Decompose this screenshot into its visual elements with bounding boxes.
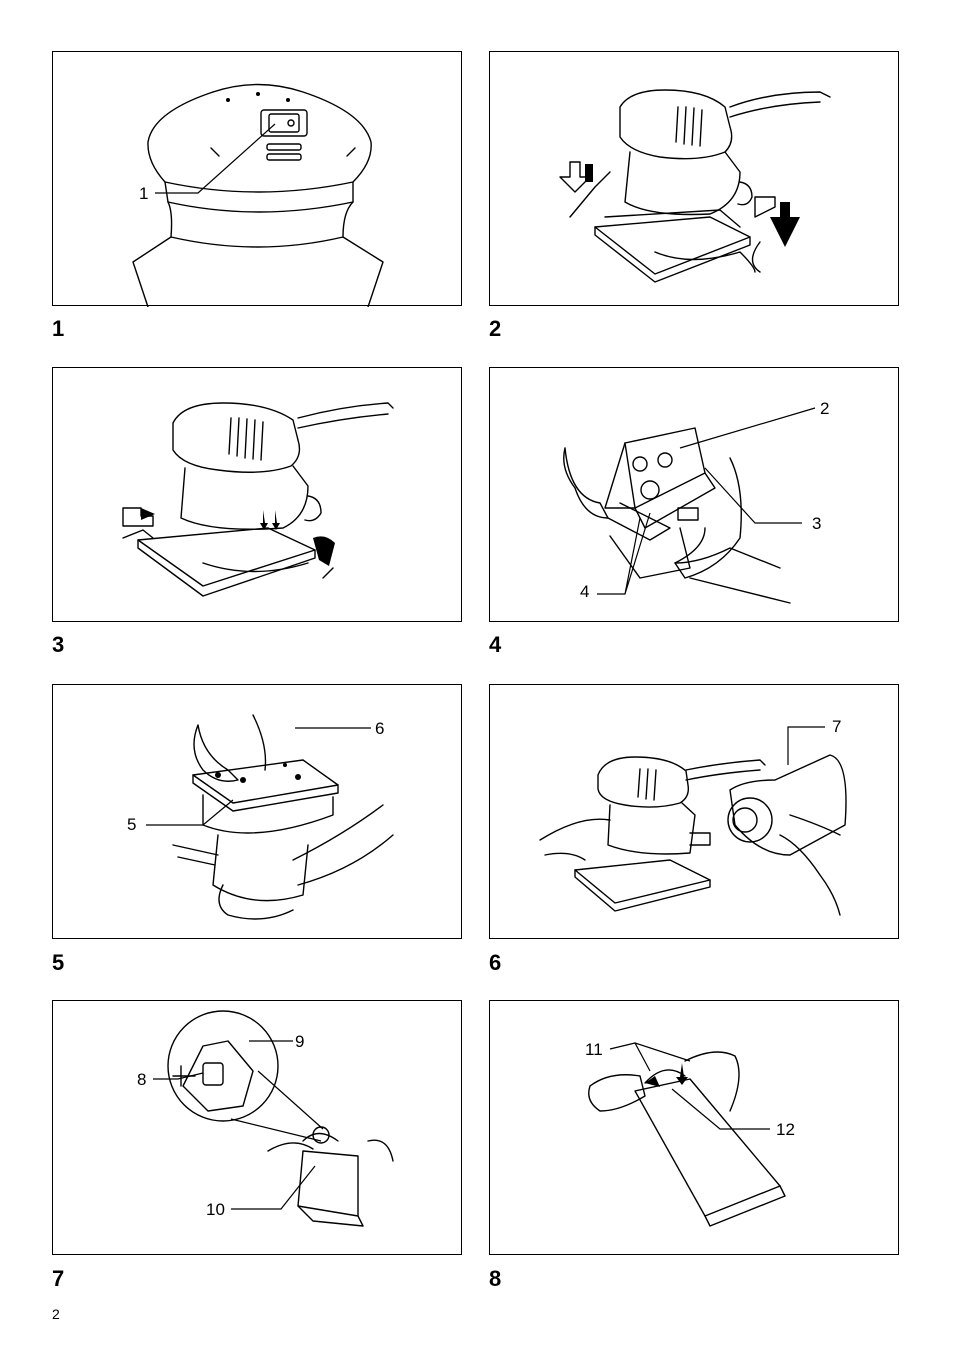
- callout-6: 6: [375, 720, 384, 737]
- sander-top-switch-illustration: [53, 52, 463, 307]
- figure-2-panel: [489, 51, 899, 306]
- figure-8-panel: 11 12: [489, 1000, 899, 1255]
- figure-7-panel: 9 8 10: [52, 1000, 462, 1255]
- callout-11: 11: [585, 1041, 603, 1058]
- callout-12: 12: [776, 1121, 795, 1138]
- callout-2: 2: [820, 400, 829, 417]
- dust-box-emptying-illustration: [490, 1001, 900, 1256]
- callout-10: 10: [206, 1201, 225, 1218]
- callout-7: 7: [832, 718, 841, 735]
- figure-6-panel: 7: [489, 684, 899, 939]
- sander-paper-insertion-illustration: [53, 368, 463, 623]
- figure-5-panel: 6 5: [52, 684, 462, 939]
- figure-4-panel: 2 3 4: [489, 367, 899, 622]
- callout-3: 3: [812, 515, 821, 532]
- callout-5: 5: [127, 816, 136, 833]
- callout-9: 9: [295, 1033, 304, 1050]
- figure-number-4: 4: [489, 634, 501, 656]
- punch-plate-perforating-sandpaper-illustration: [53, 685, 463, 940]
- figure-number-1: 1: [52, 318, 64, 340]
- page-number: 2: [52, 1306, 60, 1322]
- sander-paper-clamp-release-illustration: [490, 52, 900, 307]
- hands-attaching-sandpaper-illustration: [490, 368, 900, 623]
- figure-number-3: 3: [52, 634, 64, 656]
- callout-4: 4: [580, 583, 589, 600]
- callout-8: 8: [137, 1071, 146, 1088]
- figure-1-panel: 1: [52, 51, 462, 306]
- figure-number-8: 8: [489, 1268, 501, 1290]
- figure-number-7: 7: [52, 1268, 64, 1290]
- figure-number-5: 5: [52, 952, 64, 974]
- callout-1: 1: [139, 185, 148, 202]
- figure-number-6: 6: [489, 952, 501, 974]
- dust-box-lever-detail-illustration: [53, 1001, 463, 1256]
- figure-number-2: 2: [489, 318, 501, 340]
- figure-3-panel: [52, 367, 462, 622]
